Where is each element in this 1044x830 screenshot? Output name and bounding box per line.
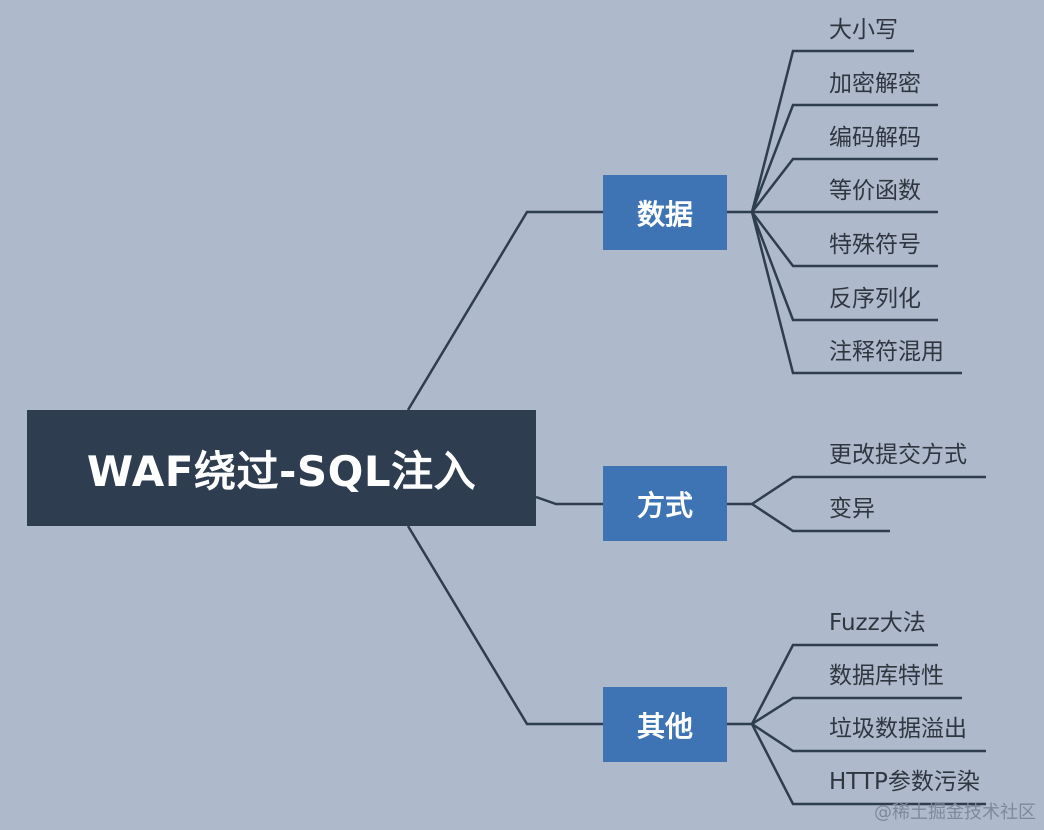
connector-leaf — [750, 49, 914, 213]
connector-leaf — [750, 103, 938, 213]
connector-leaf — [750, 643, 938, 725]
leaf-node: 编码解码 — [829, 125, 921, 151]
connector-leaf — [751, 157, 938, 213]
branch-label: 方式 — [636, 488, 693, 522]
leaf-node: 等价函数 — [829, 178, 921, 204]
leaf-node: Fuzz大法 — [829, 610, 926, 636]
leaf-node: 注释符混用 — [829, 339, 944, 365]
connector-leaf — [750, 211, 938, 322]
branch-label: 数据 — [636, 197, 693, 231]
branch-node-data: 数据 — [603, 175, 727, 250]
leaf-node: 大小写 — [829, 17, 898, 43]
leaf-node: 加密解密 — [829, 71, 921, 97]
watermark: @稀土掘金技术社区 — [874, 802, 1036, 823]
connector-leaf — [751, 211, 938, 268]
leaf-node: 变异 — [829, 496, 875, 522]
connector-leaf — [750, 723, 986, 806]
branch-node-other: 其他 — [603, 687, 727, 762]
connector-leaf — [751, 475, 986, 506]
branch-label: 其他 — [636, 709, 693, 743]
leaf-node: 垃圾数据溢出 — [829, 716, 967, 742]
branch-node-method: 方式 — [603, 466, 727, 541]
connector-root-to-method — [535, 495, 603, 506]
connector-leaf — [751, 502, 890, 533]
connector-root-to-data — [406, 210, 603, 411]
connector-root-to-other — [406, 525, 603, 726]
leaf-node: 更改提交方式 — [829, 442, 967, 468]
root-node: WAF绕过-SQL注入 — [27, 410, 536, 526]
leaf-node: HTTP参数污染 — [829, 769, 980, 795]
leaf-node: 特殊符号 — [829, 232, 921, 258]
connector-leaf — [751, 722, 986, 753]
leaf-node: 数据库特性 — [829, 663, 944, 689]
connector-leaf — [750, 211, 962, 375]
leaf-node: 反序列化 — [829, 286, 921, 312]
connector-leaf — [751, 696, 962, 726]
root-label: WAF绕过-SQL注入 — [86, 446, 477, 496]
